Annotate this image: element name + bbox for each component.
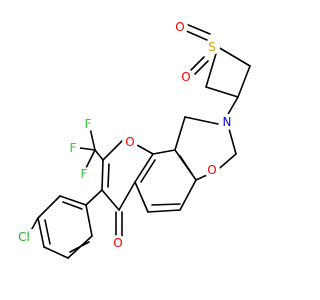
molecule-svg: S O O N O O O F bbox=[14, 19, 251, 259]
bond bbox=[134, 153, 154, 183]
fluorine-atom-1: F bbox=[81, 117, 95, 131]
bond bbox=[194, 60, 209, 75]
bond bbox=[69, 241, 90, 253]
sulfur-label: S bbox=[208, 40, 216, 54]
bond bbox=[179, 155, 193, 175]
bond bbox=[195, 174, 208, 181]
bond bbox=[59, 195, 87, 206]
bond bbox=[190, 56, 205, 71]
bond bbox=[62, 201, 83, 210]
bond bbox=[44, 219, 51, 245]
fluorine-label: F bbox=[81, 167, 88, 181]
bond bbox=[205, 86, 239, 98]
oxygen-label: O bbox=[181, 70, 190, 84]
pyranone-ring bbox=[101, 139, 154, 237]
pyran-oxygen: O bbox=[122, 134, 138, 150]
bond bbox=[184, 116, 219, 125]
bond bbox=[85, 189, 103, 206]
oxygen-label: O bbox=[125, 135, 134, 149]
oxygen-label: O bbox=[113, 236, 122, 250]
bond bbox=[183, 29, 208, 41]
bond bbox=[101, 189, 120, 211]
bond bbox=[134, 181, 149, 213]
bond bbox=[140, 159, 156, 183]
benzene-ring-fused bbox=[134, 149, 197, 213]
fluorine-label: F bbox=[85, 117, 92, 131]
bond bbox=[89, 127, 96, 151]
bond bbox=[37, 217, 45, 248]
atom-labels: S O O N O O O F bbox=[14, 19, 235, 251]
bond bbox=[185, 23, 211, 35]
bond bbox=[37, 195, 61, 219]
bond bbox=[227, 124, 237, 155]
sulfonyl-oxygen-top: O bbox=[172, 19, 188, 35]
sulfonyl-oxygen-bottom: O bbox=[178, 69, 194, 85]
sulfolane-ring bbox=[183, 23, 251, 117]
chlorine-atom: Cl bbox=[14, 229, 36, 245]
chlorophenyl-ring bbox=[27, 189, 103, 259]
bond bbox=[118, 181, 136, 211]
oxygen-label: O bbox=[207, 163, 216, 177]
bond bbox=[43, 246, 69, 259]
fluorine-atom-2: F bbox=[66, 141, 80, 155]
bond bbox=[94, 149, 104, 161]
bond bbox=[136, 144, 154, 155]
bond bbox=[217, 46, 251, 67]
nitrogen-label: N bbox=[223, 115, 232, 129]
bond bbox=[151, 203, 181, 206]
bond bbox=[85, 204, 93, 237]
bond bbox=[102, 139, 124, 161]
bond bbox=[147, 209, 181, 213]
fluorine-label: F bbox=[70, 141, 77, 155]
fluorine-atom-3: F bbox=[77, 167, 91, 181]
bond bbox=[107, 163, 110, 188]
nitrogen-atom: N bbox=[219, 114, 235, 130]
bond bbox=[101, 159, 104, 191]
oxygen-label: O bbox=[175, 20, 184, 34]
bond bbox=[79, 147, 96, 151]
sulfur-atom: S bbox=[204, 39, 220, 55]
bond bbox=[85, 149, 96, 169]
molecule-structure: S O O N O O O F bbox=[14, 19, 251, 259]
chlorine-label: Cl bbox=[18, 230, 30, 244]
bond bbox=[174, 116, 186, 151]
trifluoromethyl-group bbox=[79, 127, 104, 169]
bond bbox=[226, 96, 239, 117]
bond bbox=[237, 65, 251, 98]
oxazine-oxygen: O bbox=[204, 162, 220, 178]
bond bbox=[179, 179, 197, 211]
bond bbox=[152, 149, 176, 155]
ketone-oxygen: O bbox=[110, 235, 126, 251]
